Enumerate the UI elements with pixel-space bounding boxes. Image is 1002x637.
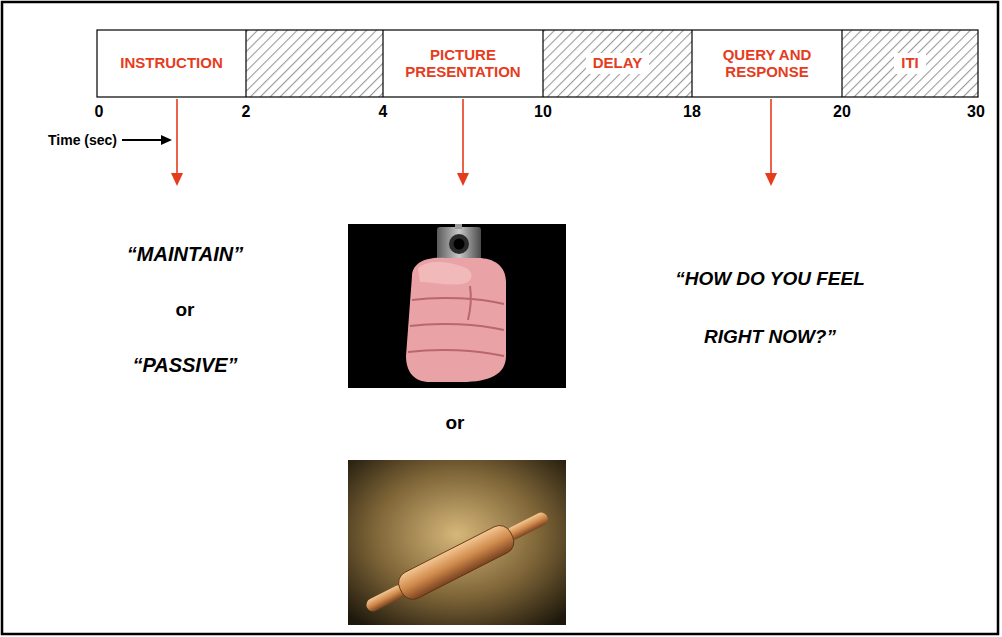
stage-label: INSTRUCTION [120,55,223,72]
instruction-word: “MAINTAIN” [127,243,243,266]
timeline-bar [97,30,978,97]
tick-number: 0 [95,103,104,121]
tick-number: 18 [683,103,701,121]
stage-label: PICTURE PRESENTATION [395,47,531,81]
stage-label: ITI [894,53,926,74]
gun-picture [348,224,566,388]
pointer-arrow [171,99,777,186]
query-text: “HOW DO YOU FEEL RIGHT NOW?” [650,250,890,366]
hatched-segments [246,30,978,97]
or-word: or [176,299,195,321]
tick-number: 30 [967,103,985,121]
stage-box: INSTRUCTION [97,30,246,97]
axis-label: Time (sec) [48,132,117,148]
time-arrow [122,135,172,145]
hatched-stage-box: DELAY [543,30,692,97]
tick-number: 20 [833,103,851,121]
or-word: or [446,412,465,434]
tick-number: 10 [534,103,552,121]
stage-box: PICTURE PRESENTATION [383,30,543,97]
tick-number: 4 [379,103,388,121]
stage-label: QUERY AND RESPONSE [704,47,830,81]
tick-number: 2 [242,103,251,121]
hatched-stage-box: ITI [842,30,978,97]
stage-label: DELAY [586,53,649,74]
rolling-pin-picture [348,460,566,625]
stage-box: QUERY AND RESPONSE [692,30,842,97]
instruction-word: “PASSIVE” [132,354,237,377]
